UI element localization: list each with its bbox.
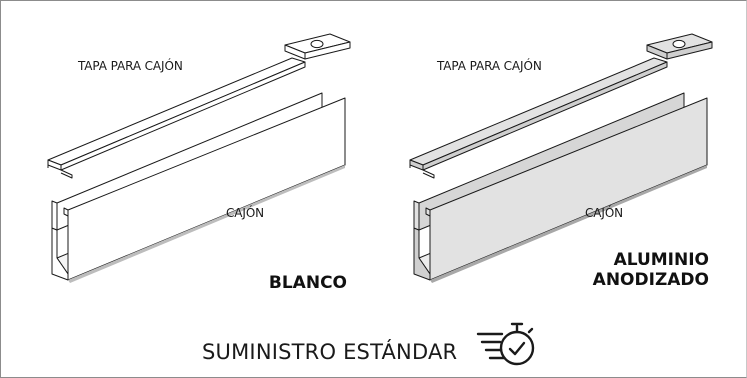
- right-finish-line1: ALUMINIO: [613, 250, 709, 270]
- right-bracket-side: [646, 44, 668, 60]
- left-bracket-part: [284, 33, 351, 60]
- right-channel-part: [413, 92, 708, 283]
- left-profile-group: [47, 33, 351, 283]
- right-channel-front-lip: [425, 207, 431, 217]
- left-bracket-hole: [310, 39, 324, 49]
- left-cover-hook: [60, 169, 73, 179]
- left-cover-label: TAPA PARA CAJÓN: [78, 59, 183, 73]
- right-channel-back-lip: [413, 200, 420, 231]
- right-cover-hook: [422, 169, 435, 179]
- right-cover-part: [409, 57, 668, 179]
- right-bracket-hole: [672, 39, 686, 49]
- left-channel-front-lip: [63, 207, 69, 217]
- left-channel-part: [51, 92, 346, 283]
- right-cover-label: TAPA PARA CAJÓN: [437, 59, 542, 73]
- supply-standard-label: SUMINISTRO ESTÁNDAR: [202, 340, 458, 364]
- left-finish-label: BLANCO: [268, 273, 347, 293]
- left-channel-back-lip: [51, 200, 58, 231]
- right-box-label: CAJÓN: [585, 206, 624, 220]
- left-channel-shadow: [68, 165, 345, 283]
- right-profile-group: [409, 33, 713, 283]
- left-bracket-side: [284, 44, 306, 60]
- left-box-label: CAJÓN: [226, 206, 265, 220]
- right-finish-line2: ANODIZADO: [592, 270, 709, 290]
- right-finish-label: ALUMINIO ANODIZADO: [593, 250, 709, 290]
- left-cover-part: [47, 57, 306, 179]
- right-channel-shadow: [430, 165, 707, 283]
- fast-stopwatch-check-icon: [476, 322, 535, 366]
- right-bracket-part: [646, 33, 713, 60]
